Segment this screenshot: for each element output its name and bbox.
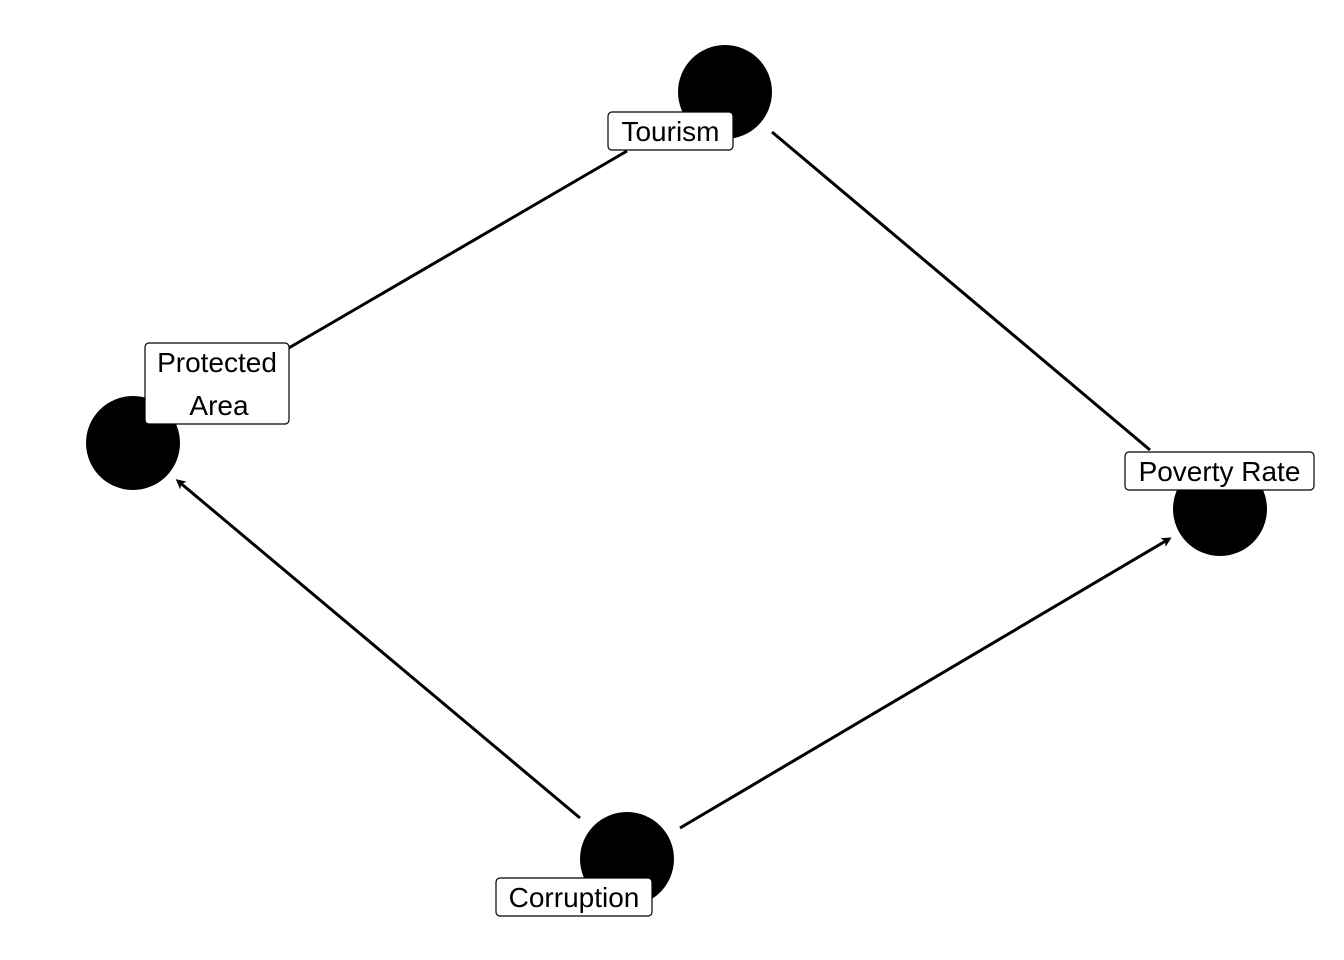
edge-tourism-protected-area	[286, 149, 628, 351]
edge-corruption-protected-area	[175, 479, 581, 820]
node-label-corruption: Corruption	[495, 877, 653, 917]
node-label-protected-area-line-1: Protected	[157, 347, 277, 378]
node-label-protected-area-line-2: Area	[189, 390, 249, 421]
node-label-corruption-text: Corruption	[509, 882, 640, 913]
node-label-tourism: Tourism	[607, 111, 734, 151]
node-label-poverty-rate-text: Poverty Rate	[1139, 456, 1301, 487]
nodes	[86, 45, 1267, 906]
node-label-protected-area: Protected Area	[144, 342, 290, 425]
edge-tourism-poverty-rate	[771, 130, 1151, 452]
edges	[175, 130, 1172, 830]
edge-corruption-poverty-rate	[679, 537, 1172, 830]
node-label-tourism-text: Tourism	[621, 116, 719, 147]
node-label-poverty-rate: Poverty Rate	[1124, 451, 1315, 491]
